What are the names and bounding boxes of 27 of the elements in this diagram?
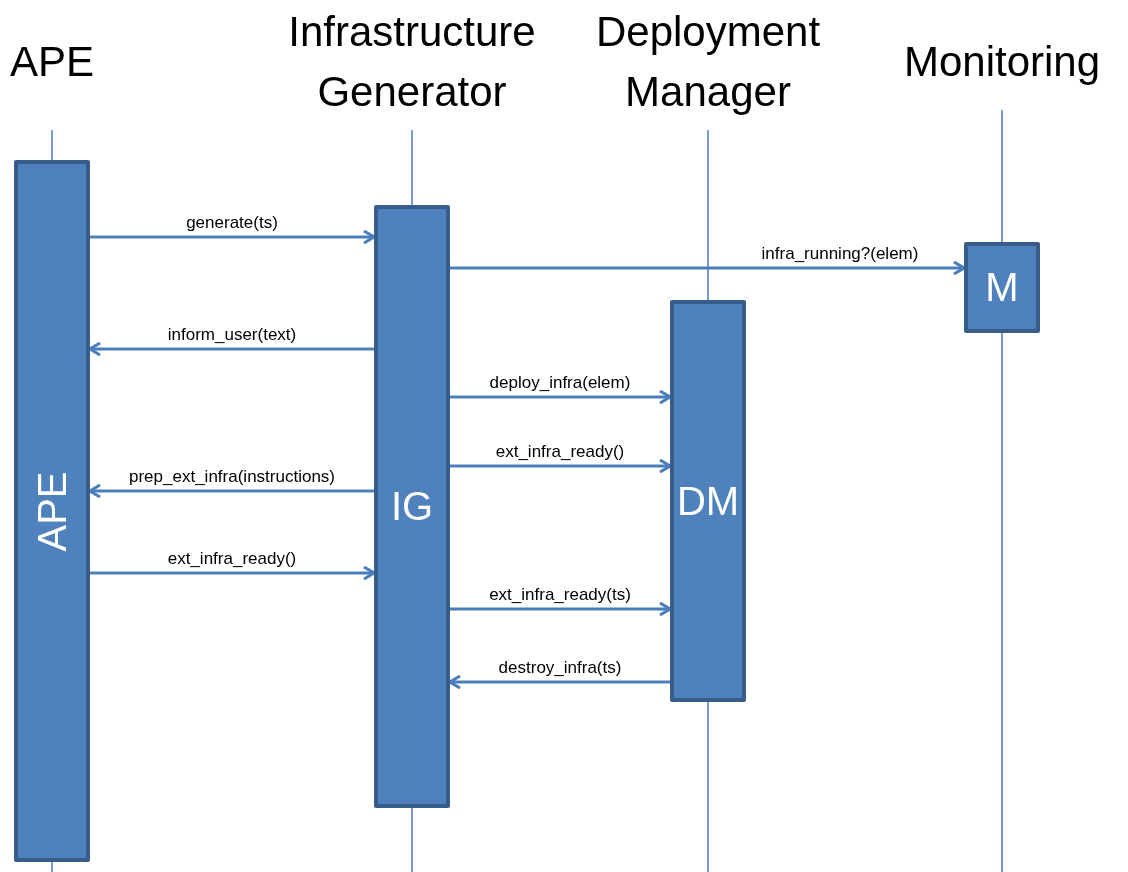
edge-label: deploy_infra(elem): [489, 373, 631, 393]
edge-label: destroy_infra(ts): [498, 658, 622, 678]
message-arrow: [450, 260, 966, 276]
participant-name: Deployment Manager: [594, 7, 822, 117]
edge-label: ext_infra_ready(): [167, 549, 297, 569]
participant-abbreviation: APE: [29, 471, 75, 551]
message-arrow: [90, 229, 376, 245]
message-arrow: [450, 389, 672, 405]
participant-name: Monitoring: [903, 37, 1101, 87]
activation-bar: [14, 160, 90, 862]
message-arrow: [90, 565, 376, 581]
message-arrow: [450, 458, 672, 474]
activation-bar: [670, 300, 746, 702]
edge-label: infra_running?(elem): [761, 244, 919, 264]
edge-label: prep_ext_infra(instructions): [129, 467, 335, 487]
message-arrow: [450, 601, 672, 617]
activation-bar: [964, 242, 1040, 333]
participant-abbreviation: M: [985, 265, 1019, 310]
edge-label: inform_user(text): [167, 325, 297, 345]
participant-abbreviation: IG: [390, 484, 434, 529]
activation-bar: [374, 205, 450, 808]
participant-name: APE: [10, 37, 94, 87]
edge-label: ext_infra_ready(): [495, 442, 625, 462]
edge-label: generate(ts): [186, 213, 278, 233]
edge-label: ext_infra_ready(ts): [489, 585, 631, 605]
participant-name: Infrastructure Generator: [287, 7, 537, 117]
participant-abbreviation: DM: [676, 478, 740, 524]
